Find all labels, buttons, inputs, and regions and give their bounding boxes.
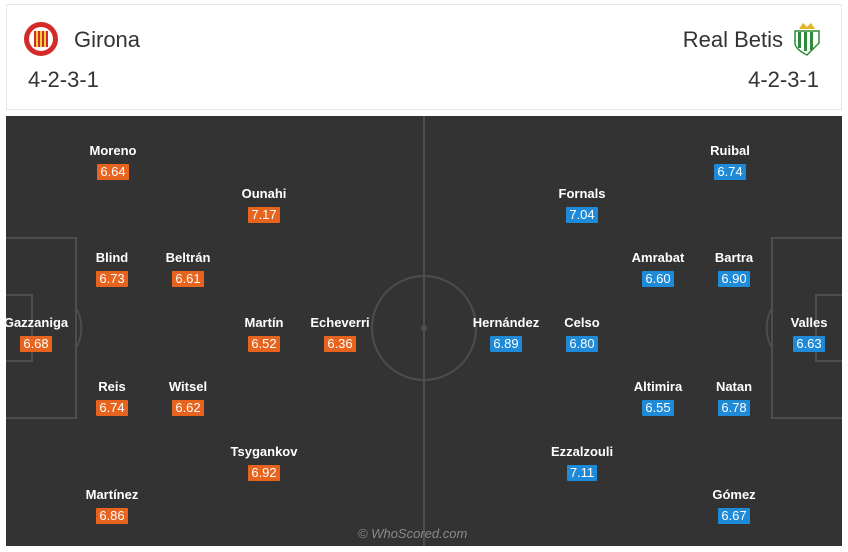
player-home-echeverri[interactable]: Echeverri 6.36 [300, 315, 380, 353]
player-rating: 6.90 [718, 271, 750, 287]
player-name: Ounahi [241, 186, 287, 201]
player-away-altimira[interactable]: Altimira 6.55 [618, 379, 698, 417]
player-rating: 6.63 [793, 336, 825, 352]
player-name: Fornals [558, 186, 606, 201]
player-name: Valles [790, 315, 828, 330]
player-home-blind[interactable]: Blind 6.73 [72, 250, 152, 288]
player-rating: 6.61 [172, 271, 204, 287]
player-away-fornals[interactable]: Fornals 7.04 [542, 186, 622, 224]
player-rating: 6.92 [248, 465, 280, 481]
player-name: Celso [564, 315, 600, 330]
player-away-hernandez[interactable]: Hernández 6.89 [466, 315, 546, 353]
home-formation: 4-2-3-1 [28, 67, 99, 92]
player-rating: 6.64 [97, 164, 129, 180]
whoscored-watermark: © WhoScored.com [358, 526, 468, 541]
player-away-natan[interactable]: Natan 6.78 [694, 379, 774, 417]
player-name: Ruibal [710, 143, 750, 158]
player-name: Echeverri [310, 315, 370, 330]
player-name: Reis [98, 379, 126, 394]
player-rating: 6.89 [490, 336, 522, 352]
player-rating: 6.36 [324, 336, 356, 352]
player-name: Martín [244, 315, 284, 330]
player-name: Martínez [85, 487, 139, 502]
player-home-beltran[interactable]: Beltrán 6.61 [148, 250, 228, 288]
player-home-martin[interactable]: Martín 6.52 [224, 315, 304, 353]
player-away-ruibal[interactable]: Ruibal 6.74 [690, 143, 770, 181]
player-rating: 6.55 [642, 400, 674, 416]
player-name: Ezzalzouli [550, 444, 614, 459]
pitch-markings [6, 116, 842, 546]
player-name: Amrabat [631, 250, 685, 265]
player-name: Altimira [633, 379, 683, 394]
player-away-celso[interactable]: Celso 6.80 [542, 315, 622, 353]
player-rating: 6.74 [714, 164, 746, 180]
player-away-amrabat[interactable]: Amrabat 6.60 [618, 250, 698, 288]
home-team-name: Girona [74, 27, 141, 52]
player-home-martinez[interactable]: Martínez 6.86 [72, 487, 152, 525]
player-rating: 6.74 [96, 400, 128, 416]
player-home-ounahi[interactable]: Ounahi 7.17 [224, 186, 304, 224]
player-rating: 6.60 [642, 271, 674, 287]
player-name: Blind [95, 250, 129, 265]
away-team-name: Real Betis [682, 27, 783, 52]
player-home-reis[interactable]: Reis 6.74 [72, 379, 152, 417]
real-betis-crest-icon [794, 23, 820, 56]
player-name: Moreno [89, 143, 137, 158]
player-rating: 6.73 [96, 271, 128, 287]
away-formation: 4-2-3-1 [748, 67, 819, 92]
player-home-gazzaniga[interactable]: Gazzaniga 6.68 [6, 315, 76, 353]
player-away-ezzalzouli[interactable]: Ezzalzouli 7.11 [542, 444, 622, 482]
player-name: Witsel [168, 379, 208, 394]
player-rating: 7.04 [566, 207, 598, 223]
player-name: Tsygankov [230, 444, 298, 459]
player-name: Bartra [714, 250, 754, 265]
player-rating: 6.67 [718, 508, 750, 524]
player-name: Hernández [472, 315, 540, 330]
player-rating: 6.78 [718, 400, 750, 416]
player-rating: 6.62 [172, 400, 204, 416]
player-rating: 6.52 [248, 336, 280, 352]
player-name: Gómez [712, 487, 756, 502]
player-rating: 7.17 [248, 207, 280, 223]
player-name: Beltrán [165, 250, 211, 265]
player-name: Gazzaniga [6, 315, 69, 330]
player-rating: 6.68 [20, 336, 52, 352]
pitch: Moreno 6.64 Ounahi 7.17 Blind 6.73 Beltr… [6, 116, 842, 546]
player-home-tsygankov[interactable]: Tsygankov 6.92 [224, 444, 304, 482]
player-rating: 6.86 [96, 508, 128, 524]
player-rating: 7.11 [566, 465, 598, 481]
girona-crest-icon [22, 20, 60, 58]
player-away-valles[interactable]: Valles 6.63 [769, 315, 842, 353]
player-name: Natan [715, 379, 753, 394]
player-rating: 6.80 [566, 336, 598, 352]
player-away-bartra[interactable]: Bartra 6.90 [694, 250, 774, 288]
match-header: Girona 4-2-3-1 Real Betis 4-2-3-1 [6, 4, 842, 110]
player-home-witsel[interactable]: Witsel 6.62 [148, 379, 228, 417]
player-home-moreno[interactable]: Moreno 6.64 [73, 143, 153, 181]
player-away-gomez[interactable]: Gómez 6.67 [694, 487, 774, 525]
